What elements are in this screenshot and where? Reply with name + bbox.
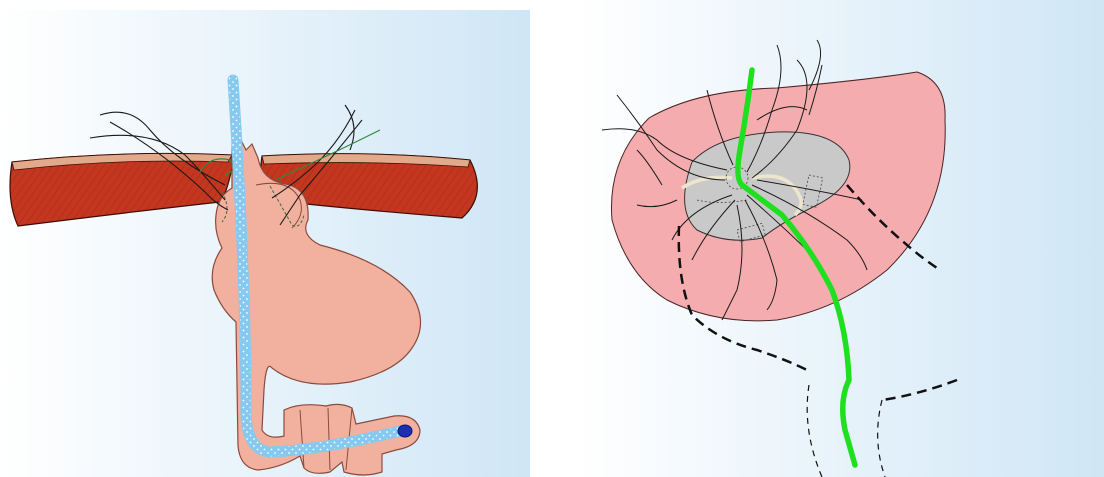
left-diagram-panel [0, 10, 530, 477]
right-diagram-panel [577, 0, 1104, 477]
right-diagram-svg [577, 0, 1104, 477]
tube-tip [398, 425, 412, 437]
left-diagram-svg [0, 10, 530, 477]
